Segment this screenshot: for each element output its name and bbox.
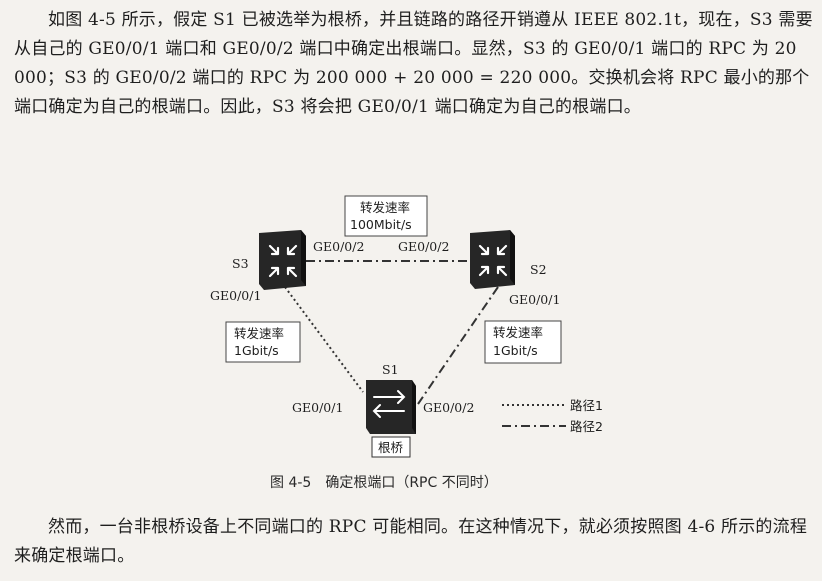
link-left-title: 转发速率 [234,326,284,341]
legend-path2: 路径2 [570,419,603,434]
s3-port-ge001: GE0/0/1 [210,288,261,303]
link-left-speed: 1Gbit/s [234,343,279,358]
link-top-title: 转发速率 [360,200,410,215]
link-right-title: 转发速率 [493,325,543,340]
link-right-label: 转发速率 1Gbit/s [484,320,562,364]
outro-paragraph: 然而，一台非根桥设备上不同端口的 RPC 可能相同。在这种情况下，就必须按照图 … [14,517,808,566]
root-bridge-tag: 根桥 [378,440,404,455]
intro-paragraph: 如图 4-5 所示，假定 S1 已被选举为根桥，并且链路的路径开销遵从 IEEE… [14,10,813,117]
s3-port-ge002: GE0/0/2 [313,239,364,254]
legend: 路径1 路径2 [502,398,603,434]
switch-s3-name: S3 [232,256,249,271]
switch-s3-icon [259,230,306,290]
s1-port-ge002: GE0/0/2 [423,400,474,415]
switch-s2-icon [470,230,515,289]
s1-port-ge001: GE0/0/1 [292,400,343,415]
link-top-label: 转发速率 100Mbit/s [344,195,428,237]
switch-s1-name: S1 [382,362,399,377]
link-left-label: 转发速率 1Gbit/s [225,321,301,363]
link-right-speed: 1Gbit/s [493,343,538,358]
link-top-speed: 100Mbit/s [350,217,412,232]
switch-s1-icon [366,380,416,458]
legend-path1: 路径1 [570,398,603,413]
s2-port-ge002: GE0/0/2 [398,239,449,254]
figure-caption: 图 4-5 确定根端口（RPC 不同时） [270,475,498,491]
link-s2-s1 [417,286,499,405]
switch-s2-name: S2 [530,262,547,277]
s2-port-ge001: GE0/0/1 [509,292,560,307]
